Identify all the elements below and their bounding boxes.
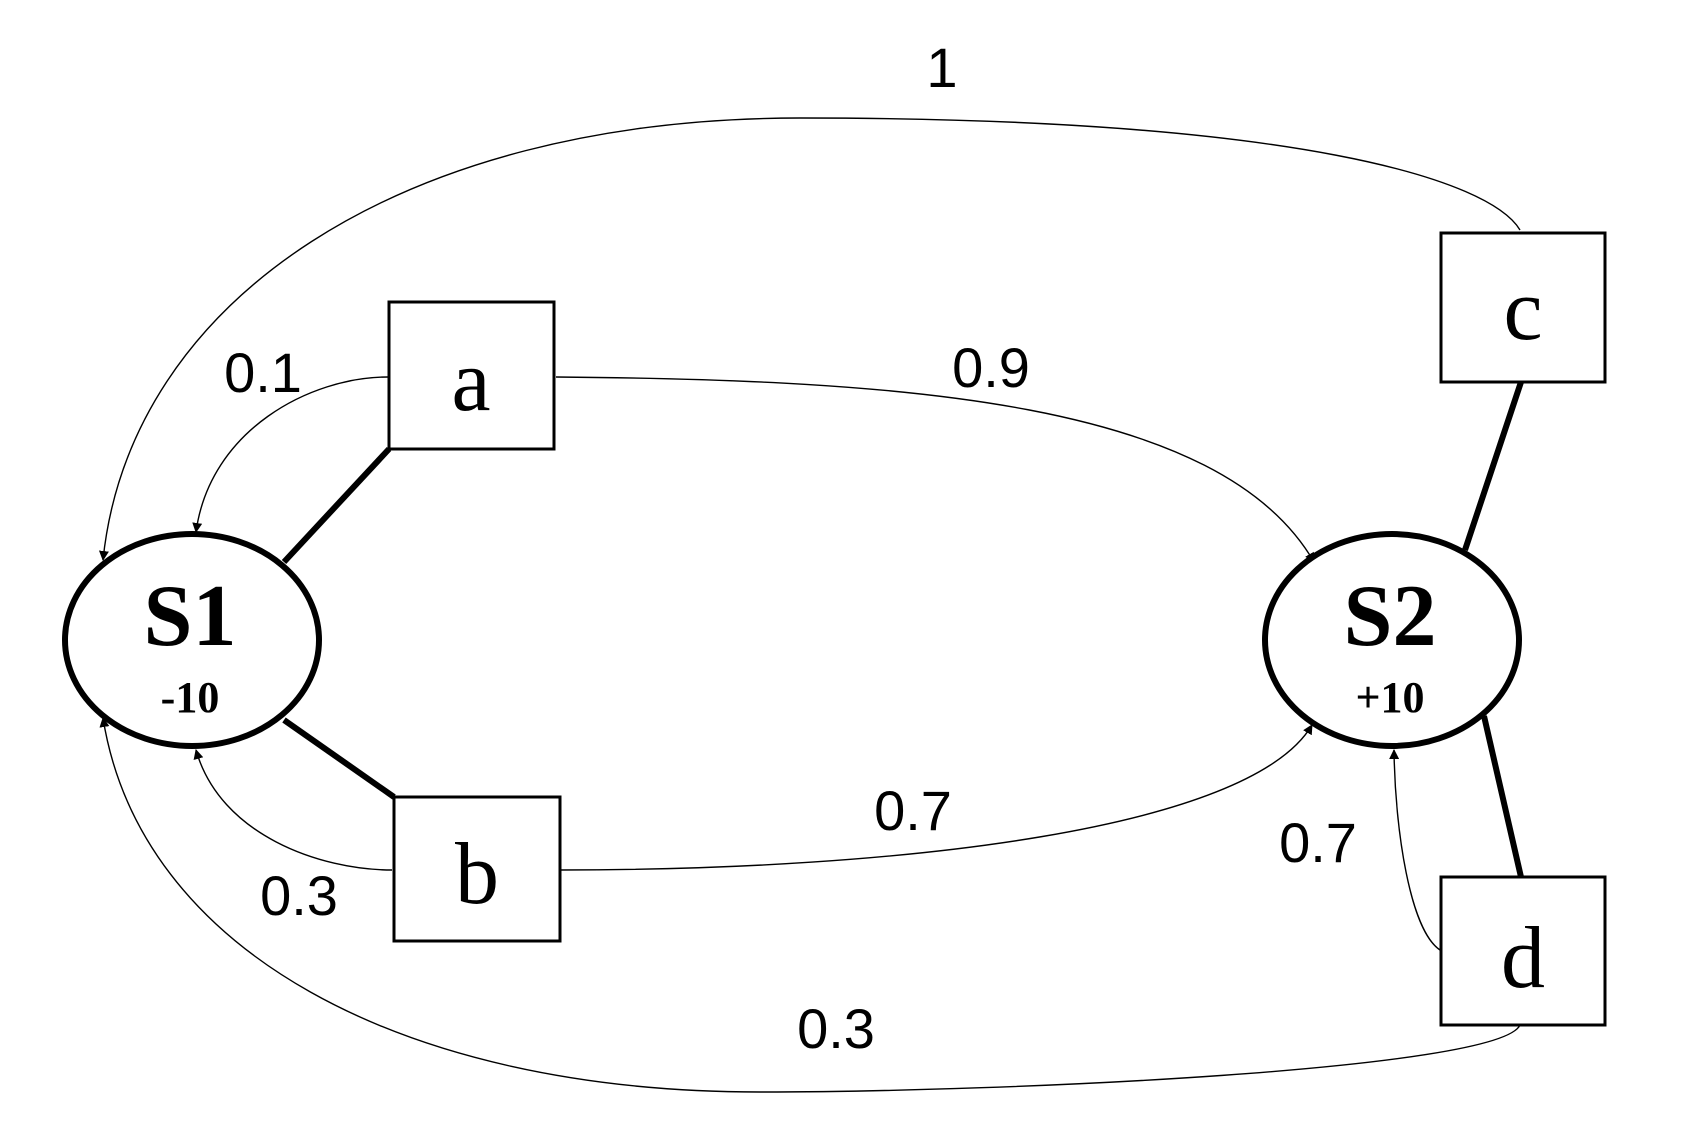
action-d-box	[1439, 875, 1607, 1027]
prob-d-to-s2: 0.7	[1279, 811, 1357, 874]
state-s1	[62, 531, 322, 749]
arc-c-to-s1	[98, 117, 1521, 561]
action-a-label: a	[451, 333, 490, 430]
prob-d-to-s1: 0.3	[797, 997, 875, 1060]
state-s2-name: S2	[1344, 568, 1437, 665]
action-c-box	[1439, 231, 1607, 384]
action-d-label: d	[1501, 910, 1545, 1007]
state-s1-name: S1	[144, 568, 237, 665]
action-b-label: b	[455, 826, 499, 923]
arc-b-to-s1	[193, 749, 393, 871]
state-s2	[1262, 531, 1522, 749]
link-s1-a	[281, 446, 392, 565]
arc-a-to-s2	[555, 376, 1315, 563]
link-s2-c	[1462, 381, 1524, 551]
action-c-label: c	[1503, 262, 1542, 359]
arc-d-to-s2	[1389, 749, 1441, 951]
link-s1-b	[282, 717, 396, 800]
arc-b-to-s2	[559, 724, 1313, 871]
state-s1-reward: -10	[161, 673, 220, 722]
action-a-box	[387, 300, 556, 451]
arc-d-to-s1	[99, 717, 1521, 1093]
prob-b-to-s2: 0.7	[874, 779, 952, 842]
prob-c-to-s1: 1	[926, 36, 957, 99]
prob-a-to-s2: 0.9	[952, 336, 1030, 399]
state-s2-reward: +10	[1355, 673, 1424, 722]
prob-a-to-s1: 0.1	[224, 341, 302, 404]
arc-a-to-s1	[192, 376, 389, 533]
prob-b-to-s1: 0.3	[260, 864, 338, 927]
action-b-box	[392, 795, 562, 943]
link-s2-d	[1481, 715, 1524, 878]
